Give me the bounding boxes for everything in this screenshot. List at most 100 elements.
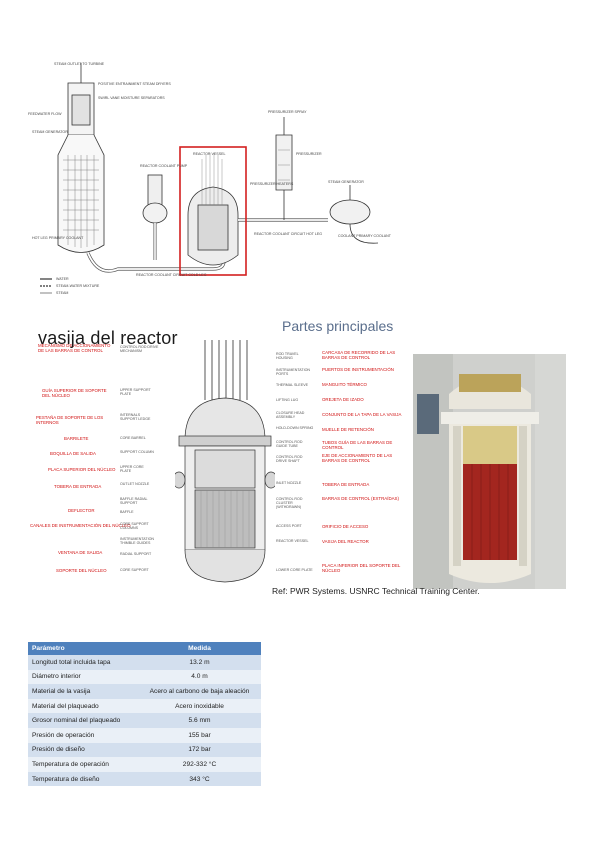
left-label-7: OUTLET NOZZLE (120, 482, 150, 486)
left-label-2: UPPER SUPPORT PLATE (120, 388, 151, 397)
left-label-red-11: SOPORTE DEL NÚCLEO (56, 568, 107, 573)
right-label-2: INSTRUMENTATION PORTS (276, 368, 311, 377)
left-label-5: SUPPORT COLUMN (120, 450, 154, 454)
label-steam-outlet: STEAM OUTLET TO TURBINE (54, 62, 105, 66)
table-row: Material de la vasija Acero al carbono d… (28, 684, 261, 699)
pwr-schematic-figure: STEAM OUTLET TO TURBINE POSITIVE ENTRAIN… (28, 55, 400, 307)
right-label-red-12: VASIJA DEL REACTOR (322, 539, 369, 544)
right-label-10: CONTROL ROD CLUSTER (WITHDRAWN) (276, 497, 303, 510)
vessel-model-photo (413, 354, 566, 589)
schematic-legend: WATER STEAM-WATER MIXTURE STEAM (40, 277, 100, 295)
label-sg-right: STEAM GENERATOR (328, 180, 364, 184)
left-label-red-7: TOBERA DE ENTRADA (54, 484, 102, 489)
left-label-red-10: VENTANA DE SALIDA (58, 550, 103, 555)
label-rcp: REACTOR COOLANT PUMP (140, 164, 188, 168)
row-value: 5.6 mm (138, 713, 261, 728)
left-label-6: UPPER CORE PLATE (120, 465, 144, 474)
row-parameter: Presión de diseño (28, 742, 138, 758)
row-parameter: Material de la vasija (28, 684, 138, 699)
left-label-8: BAFFLE RADIAL SUPPORT (120, 497, 148, 506)
left-label-10: CORE SUPPORT COLUMNS (120, 522, 149, 531)
row-value: 343 °C (138, 771, 261, 787)
label-feedwater: FEEDWATER FLOW (28, 112, 62, 116)
label-sg-left: STEAM GENERATOR (32, 130, 68, 134)
label-coolant-primary: COOLANT PRIMARY COOLANT (338, 234, 392, 238)
left-label-red-2: GUÍA SUPERIOR DE SOPORTE DEL NÚCLEO (42, 388, 107, 398)
table-row: Presión de operación 155 bar (28, 727, 261, 743)
table-row: Longitud total incluida tapa 13.2 m (28, 655, 261, 670)
right-label-8: CONTROL ROD DRIVE SHAFT (276, 455, 303, 464)
right-label-13: LOWER CORE PLATE (276, 568, 313, 572)
row-value: 4.0 m (138, 669, 261, 685)
row-parameter: Material del plaqueado (28, 698, 138, 714)
reference-caption: Ref: PWR Systems. USNRC Technical Traini… (272, 586, 480, 596)
right-label-red-9: TOBERA DE ENTRADA (322, 482, 370, 487)
right-label-red-4: OREJETA DE IZADO (322, 397, 364, 402)
vessel-title: vasija del reactor (38, 328, 178, 348)
vessel-parameters-table: Parámetro Medida Longitud total incluida… (28, 642, 261, 787)
row-parameter: Diámetro interior (28, 669, 138, 685)
right-label-red-1: CARCASA DE RECORRIDO DE LAS BARRAS DE CO… (322, 350, 396, 360)
row-parameter: Longitud total incluida tapa (28, 655, 138, 670)
label-hot-leg: HOT LEG PRIMARY COOLANT (32, 236, 84, 240)
right-label-red-11: ORIFICIO DE ACCESO (322, 524, 369, 529)
label-reactor-vessel: REACTOR VESSEL (193, 152, 226, 156)
legend-steam: STEAM (56, 291, 68, 295)
right-label-7: CONTROL ROD GUIDE TUBE (276, 440, 303, 449)
label-pressurizer-spray: PRESSURIZER SPRAY (268, 110, 307, 114)
right-label-6: HOLD-DOWN SPRING (276, 426, 314, 430)
left-label-3: INTERNALS SUPPORT LEDGE (120, 413, 151, 422)
main-parts-title: Partes principales (282, 318, 394, 334)
row-value: 292-332 °C (138, 757, 261, 772)
right-label-red-7: TUBOS GUÍA DE LAS BARRAS DE CONTROL (322, 440, 393, 450)
row-value: 13.2 m (138, 655, 261, 670)
header-measure: Medida (138, 642, 261, 655)
left-label-4: CORE BARREL (120, 436, 146, 440)
vessel-cutaway-drawing (175, 340, 275, 583)
left-label-red-1: MECANISMO DE ACCIONAMIENTO DE LAS BARRAS… (38, 343, 111, 353)
label-swirl: SWIRL VANE MOISTURE SEPARATORS (98, 96, 165, 100)
label-pressurizer: PRESSURIZER (296, 152, 322, 156)
right-label-1: ROD TRAVEL HOUSING (276, 352, 299, 361)
right-label-5: CLOSURE HEAD ASSEMBLY (276, 411, 305, 420)
right-label-3: THERMAL SLEEVE (276, 383, 309, 387)
right-label-red-3: MANGUITO TÉRMICO (322, 382, 367, 387)
left-label-red-9: CANALES DE INSTRUMENTACIÓN DEL NÚCLEO (30, 523, 131, 528)
row-parameter: Temperatura de diseño (28, 771, 138, 787)
table-row: Temperatura de diseño 343 °C (28, 771, 261, 787)
header-parameter: Parámetro (28, 642, 138, 655)
left-label-red-4: BARRILETE (64, 436, 89, 441)
right-label-red-6: MUELLE DE RETENCIÓN (322, 427, 374, 432)
left-label-11: INSTRUMENTATION THIMBLE GUIDES (120, 537, 155, 546)
left-label-12: RADIAL SUPPORT (120, 552, 152, 556)
table-row: Diámetro interior 4.0 m (28, 669, 261, 685)
legend-mixture: STEAM-WATER MIXTURE (56, 284, 100, 288)
right-label-9: INLET NOZZLE (276, 481, 302, 485)
label-entrainment: POSITIVE ENTRAINMENT STEAM DRYERS (98, 82, 171, 86)
right-label-red-8: EJE DE ACCIONAMIENTO DE LAS BARRAS DE CO… (322, 453, 393, 463)
row-parameter: Temperatura de operación (28, 757, 138, 772)
table-header-row: Parámetro Medida (28, 642, 261, 655)
left-label-red-8: DEFLECTOR (68, 508, 95, 513)
row-value: Acero inoxidable (138, 698, 261, 714)
right-label-4: LIFTING LUG (276, 398, 299, 402)
right-label-12: REACTOR VESSEL (276, 539, 309, 543)
reactor-highlight-box (179, 146, 247, 276)
table-row: Temperatura de operación 292-332 °C (28, 757, 261, 772)
left-label-red-6: PLACA SUPERIOR DEL NÚCLEO (48, 467, 116, 472)
table-row: Material del plaqueado Acero inoxidable (28, 698, 261, 714)
vessel-model-image (413, 354, 566, 589)
right-label-red-5: CONJUNTO DE LA TAPA DE LA VASIJA (322, 412, 402, 417)
row-parameter: Presión de operación (28, 727, 138, 743)
right-label-red-2: PUERTOS DE INSTRUMENTACIÓN (322, 367, 394, 372)
row-value: 155 bar (138, 727, 261, 743)
left-label-1: CONTROL ROD DRIVE MECHANISM (120, 345, 159, 354)
row-value: Acero al carbono de baja aleación (138, 684, 261, 699)
right-label-red-13: PLACA INFERIOR DEL SOPORTE DEL NÚCLEO (322, 563, 401, 573)
table-row: Grosor nominal del plaqueado 5.6 mm (28, 713, 261, 728)
left-label-red-3: PESTAÑA DE SOPORTE DE LOS INTERNOS (36, 415, 104, 425)
legend-water: WATER (56, 277, 69, 281)
left-label-red-5: BOQUILLA DE SALIDA (50, 451, 96, 456)
label-rcs-cold-leg: REACTOR COOLANT CIRCUIT COLD LEG (136, 273, 207, 277)
right-label-red-10: BARRAS DE CONTROL (EXTRAÍDAS) (322, 496, 399, 501)
